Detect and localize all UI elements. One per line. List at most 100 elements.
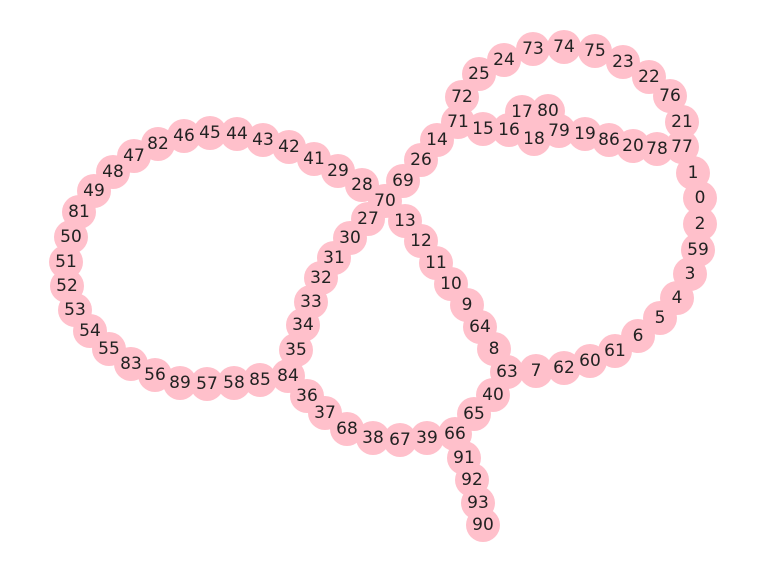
graph-node-label-85: 85: [249, 370, 271, 390]
graph-node-label-46: 46: [173, 126, 195, 146]
graph-node-60: [573, 344, 607, 378]
graph-node-label-67: 67: [389, 430, 411, 450]
graph-node-label-66: 66: [444, 424, 466, 444]
graph-node-21: [665, 105, 699, 139]
graph-node-label-90: 90: [472, 515, 494, 535]
graph-node-78: [640, 132, 674, 166]
graph-node-label-57: 57: [196, 374, 218, 394]
graph-node-label-60: 60: [579, 351, 601, 371]
graph-node-label-37: 37: [314, 403, 336, 423]
graph-node-77: [665, 130, 699, 164]
graph-node-51: [49, 245, 83, 279]
graph-node-label-0: 0: [695, 188, 706, 208]
graph-node-label-39: 39: [416, 428, 438, 448]
graph-node-42: [272, 130, 306, 164]
graph-node-label-76: 76: [659, 86, 681, 106]
graph-node-27: [351, 202, 385, 236]
graph-node-label-24: 24: [493, 50, 515, 70]
graph-node-25: [462, 57, 496, 91]
graph-node-label-82: 82: [147, 134, 169, 154]
graph-node-label-5: 5: [655, 308, 666, 328]
graph-node-label-10: 10: [440, 274, 462, 294]
graph-node-label-41: 41: [303, 149, 325, 169]
graph-node-label-44: 44: [226, 124, 248, 144]
graph-node-label-48: 48: [102, 162, 124, 182]
graph-node-label-53: 53: [64, 300, 86, 320]
graph-node-76: [653, 79, 687, 113]
graph-node-label-64: 64: [469, 317, 491, 337]
graph-node-label-68: 68: [336, 419, 358, 439]
graph-node-80: [531, 94, 565, 128]
graph-node-label-31: 31: [323, 248, 345, 268]
graph-node-label-77: 77: [671, 137, 693, 157]
graph-node-label-11: 11: [425, 253, 447, 273]
graph-node-label-75: 75: [584, 41, 606, 61]
graph-node-17: [505, 95, 539, 129]
graph-node-label-9: 9: [462, 295, 473, 315]
graph-node-label-69: 69: [392, 171, 414, 191]
graph-node-label-3: 3: [685, 264, 696, 284]
graph-node-label-89: 89: [169, 373, 191, 393]
graph-node-label-26: 26: [410, 150, 432, 170]
graph-node-label-45: 45: [199, 123, 221, 143]
graph-node-label-34: 34: [292, 315, 314, 335]
graph-node-39: [410, 421, 444, 455]
graph-node-label-80: 80: [537, 101, 559, 121]
graph-node-label-51: 51: [55, 252, 77, 272]
graph-node-label-32: 32: [310, 268, 332, 288]
graph-node-label-36: 36: [296, 386, 318, 406]
graph-node-label-74: 74: [553, 37, 575, 57]
graph-node-2: [683, 207, 717, 241]
graph-node-label-91: 91: [453, 448, 475, 468]
graph-node-label-72: 72: [451, 87, 473, 107]
graph-node-label-12: 12: [410, 231, 432, 251]
graph-node-label-93: 93: [467, 493, 489, 513]
graph-node-75: [578, 34, 612, 68]
graph-node-89: [163, 366, 197, 400]
graph-node-label-54: 54: [79, 321, 101, 341]
graph-node-label-20: 20: [622, 136, 644, 156]
graph-node-label-15: 15: [472, 119, 494, 139]
graph-node-label-62: 62: [553, 358, 575, 378]
graph-node-44: [220, 117, 254, 151]
graph-node-label-63: 63: [496, 362, 518, 382]
graph-node-label-83: 83: [120, 354, 142, 374]
graph-node-label-13: 13: [394, 211, 416, 231]
graph-node-45: [193, 116, 227, 150]
graph-node-label-33: 33: [300, 292, 322, 312]
graph-node-46: [167, 119, 201, 153]
graph-node-57: [190, 367, 224, 401]
graph-node-74: [547, 30, 581, 64]
graph-node-label-50: 50: [60, 227, 82, 247]
graph-node-85: [243, 363, 277, 397]
graph-node-label-22: 22: [638, 67, 660, 87]
graph-node-label-79: 79: [548, 121, 570, 141]
graph-node-label-2: 2: [695, 214, 706, 234]
graph-node-label-81: 81: [68, 202, 90, 222]
graph-node-label-38: 38: [362, 428, 384, 448]
graph-node-label-70: 70: [374, 191, 396, 211]
graph-node-23: [606, 45, 640, 79]
graph-node-15: [466, 112, 500, 146]
graph-node-label-40: 40: [482, 385, 504, 405]
graph-node-label-17: 17: [511, 102, 533, 122]
graph-node-label-25: 25: [468, 64, 490, 84]
graph-node-label-43: 43: [252, 130, 274, 150]
graph-node-7: [519, 354, 553, 388]
graph-node-label-7: 7: [531, 361, 542, 381]
graph-node-label-4: 4: [672, 288, 683, 308]
graph-node-label-23: 23: [612, 52, 634, 72]
graph-node-68: [330, 412, 364, 446]
graph-node-label-84: 84: [277, 366, 299, 386]
graph-node-67: [383, 423, 417, 457]
graph-node-label-14: 14: [426, 130, 448, 150]
graph-node-24: [487, 43, 521, 77]
graph-node-label-52: 52: [56, 276, 78, 296]
graph-node-label-42: 42: [278, 137, 300, 157]
graph-node-label-16: 16: [498, 120, 520, 140]
graph-node-38: [356, 421, 390, 455]
graph-node-label-19: 19: [574, 124, 596, 144]
graph-node-73: [516, 32, 550, 66]
graph-node-58: [217, 366, 251, 400]
